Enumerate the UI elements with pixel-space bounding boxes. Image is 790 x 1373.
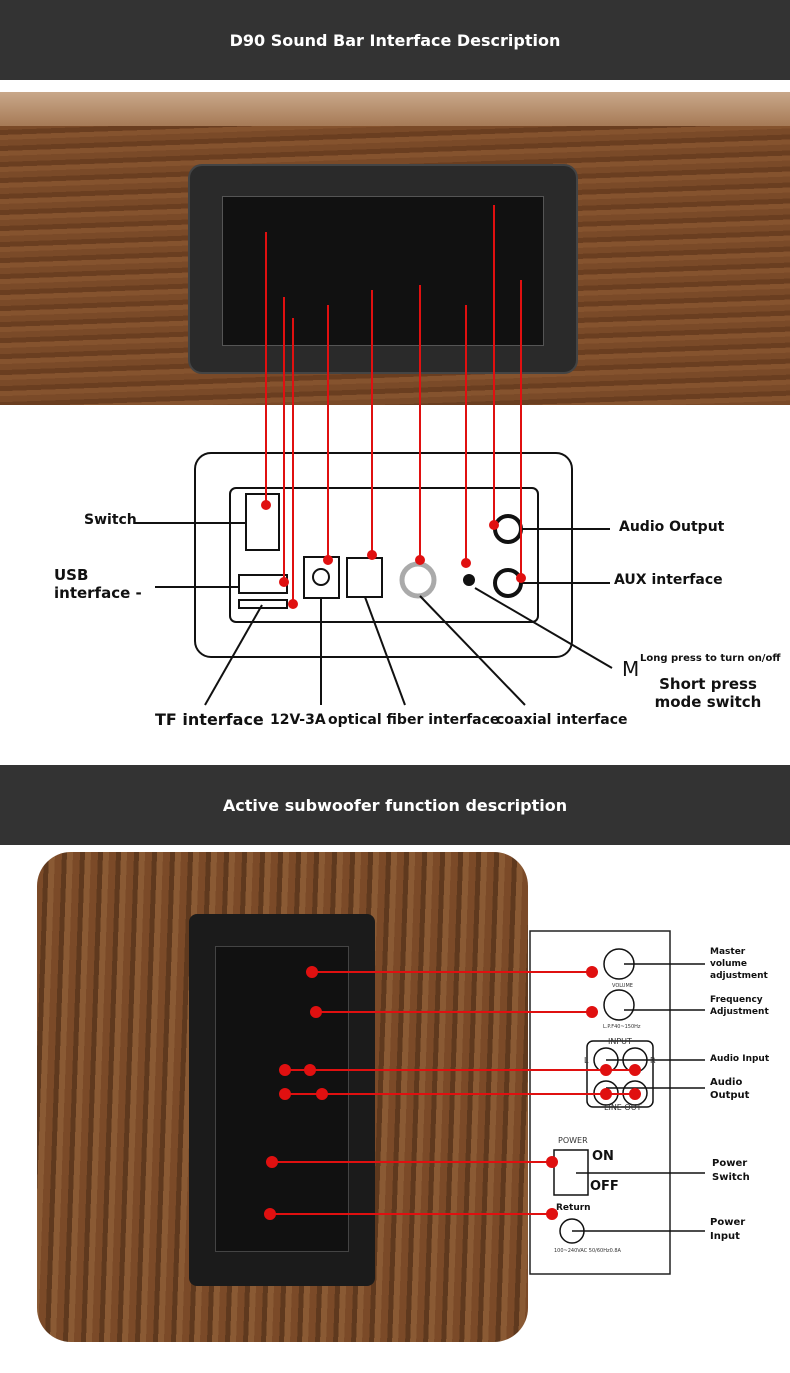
subwoofer-header: Active subwoofer function description <box>0 765 790 845</box>
label-sub-audio-output: Audio Output <box>710 1077 750 1101</box>
label-frequency: Frequency Adjustment <box>710 995 769 1017</box>
label-power: 12V-3A <box>270 712 326 728</box>
rear-panel-plate <box>188 164 578 374</box>
label-m: M <box>622 657 640 681</box>
subwoofer-title: Active subwoofer function description <box>222 795 568 815</box>
label-m-short: Short press mode switch <box>654 675 762 711</box>
label-switch: Switch <box>84 512 137 528</box>
soundbar-photo <box>0 92 790 405</box>
label-m-long: Long press to turn on/off <box>640 653 781 664</box>
label-master-volume: Master volume adjustment <box>710 947 768 981</box>
soundbar-header: D90 Sound Bar Interface Description <box>0 0 790 80</box>
label-tf: TF interface <box>155 710 264 729</box>
label-audio-input: Audio Input <box>710 1054 770 1064</box>
label-power-input: Power Input <box>710 1217 746 1242</box>
label-audio-output: Audio Output <box>619 519 725 535</box>
label-power-switch: Power Switch <box>712 1158 750 1183</box>
label-usb: USB interface - <box>54 566 142 602</box>
soundbar-title: D90 Sound Bar Interface Description <box>229 30 561 50</box>
subwoofer-photo <box>37 852 528 1342</box>
label-coaxial: coaxial interface <box>496 712 628 728</box>
label-optical: optical fiber interface <box>328 712 500 728</box>
label-aux: AUX interface <box>614 572 723 588</box>
